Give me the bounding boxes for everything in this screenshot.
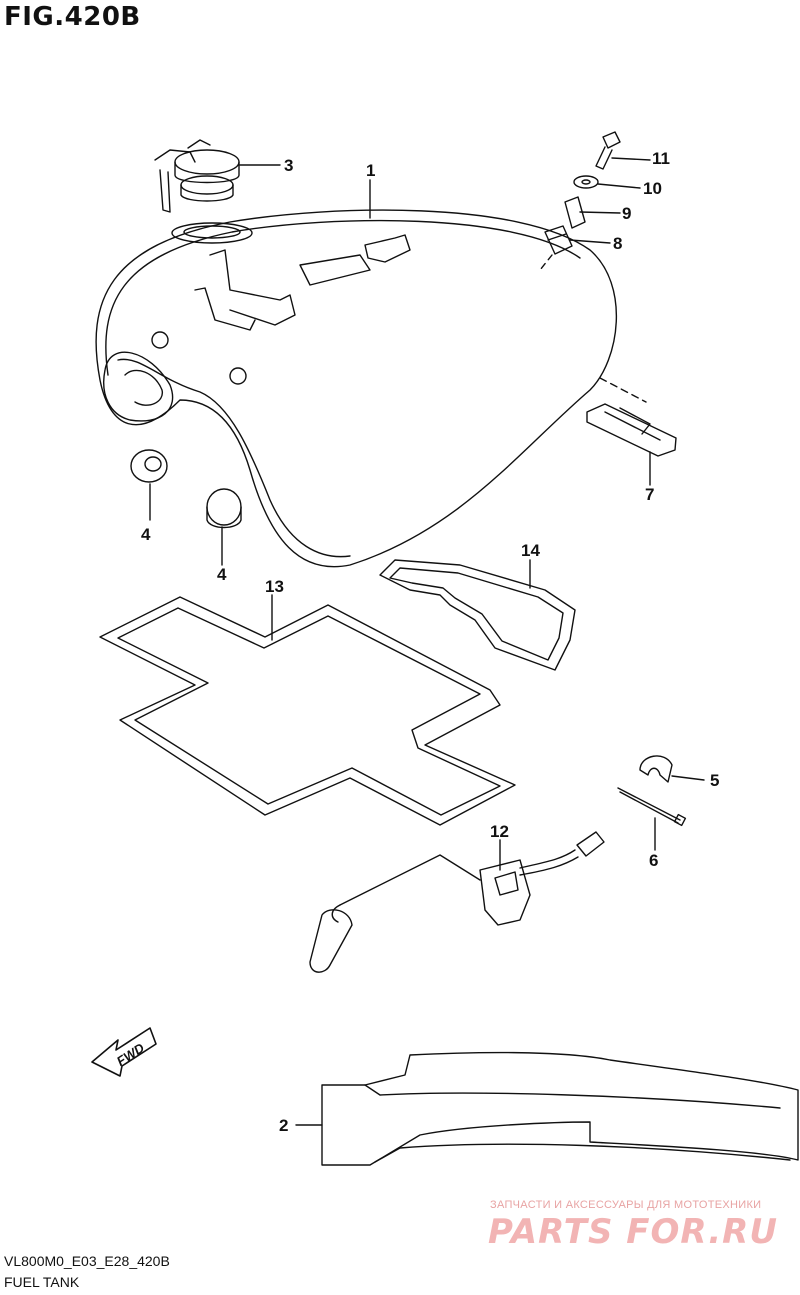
callout-3: 3 bbox=[284, 156, 293, 175]
callout-2: 2 bbox=[279, 1116, 288, 1135]
fuel-level-gauge-part bbox=[309, 831, 605, 973]
callout-14: 14 bbox=[521, 541, 540, 560]
watermark-tagline: ЗАПЧАСТИ И АКСЕССУАРЫ ДЛЯ МОТОТЕХНИКИ bbox=[490, 1199, 762, 1211]
cable-tie-part bbox=[617, 787, 687, 827]
callout-labels: 1 2 3 4 4 5 6 7 8 9 10 11 12 13 14 bbox=[141, 149, 719, 1135]
bolt-part bbox=[595, 131, 621, 170]
insulator-sheet-part bbox=[99, 596, 516, 826]
collar-part bbox=[564, 196, 586, 229]
figure-code: VL800M0_E03_E28_420B bbox=[4, 1253, 170, 1269]
cushion-part-b bbox=[206, 488, 242, 529]
callout-11: 11 bbox=[652, 149, 670, 168]
callout-6: 6 bbox=[649, 851, 658, 870]
rubber-mat-part bbox=[586, 403, 677, 457]
figure-name: FUEL TANK bbox=[4, 1274, 80, 1290]
cushion-part-a bbox=[130, 449, 168, 483]
mount-cushion-part bbox=[544, 225, 573, 255]
figure-title: FIG.420B bbox=[4, 2, 141, 32]
seal-strip-part bbox=[379, 559, 576, 671]
callout-8: 8 bbox=[613, 234, 622, 253]
callout-4-b: 4 bbox=[217, 565, 227, 584]
callout-7: 7 bbox=[645, 485, 654, 504]
callout-1: 1 bbox=[366, 161, 375, 180]
leader-lines bbox=[149, 157, 705, 1126]
heat-guard-part bbox=[321, 1051, 799, 1166]
washer-part bbox=[573, 175, 599, 189]
callout-5: 5 bbox=[710, 771, 719, 790]
clamp-part bbox=[639, 755, 673, 783]
forward-direction-arrow: FWD bbox=[91, 1027, 157, 1077]
watermark-logo: PARTS FOR.RU bbox=[488, 1212, 778, 1252]
callout-12: 12 bbox=[490, 822, 509, 841]
callout-13: 13 bbox=[265, 577, 284, 596]
callout-10: 10 bbox=[643, 179, 662, 198]
fuel-cap-part bbox=[154, 139, 240, 213]
fuel-tank-part bbox=[95, 209, 617, 568]
callout-9: 9 bbox=[622, 204, 631, 223]
callout-4-a: 4 bbox=[141, 525, 151, 544]
